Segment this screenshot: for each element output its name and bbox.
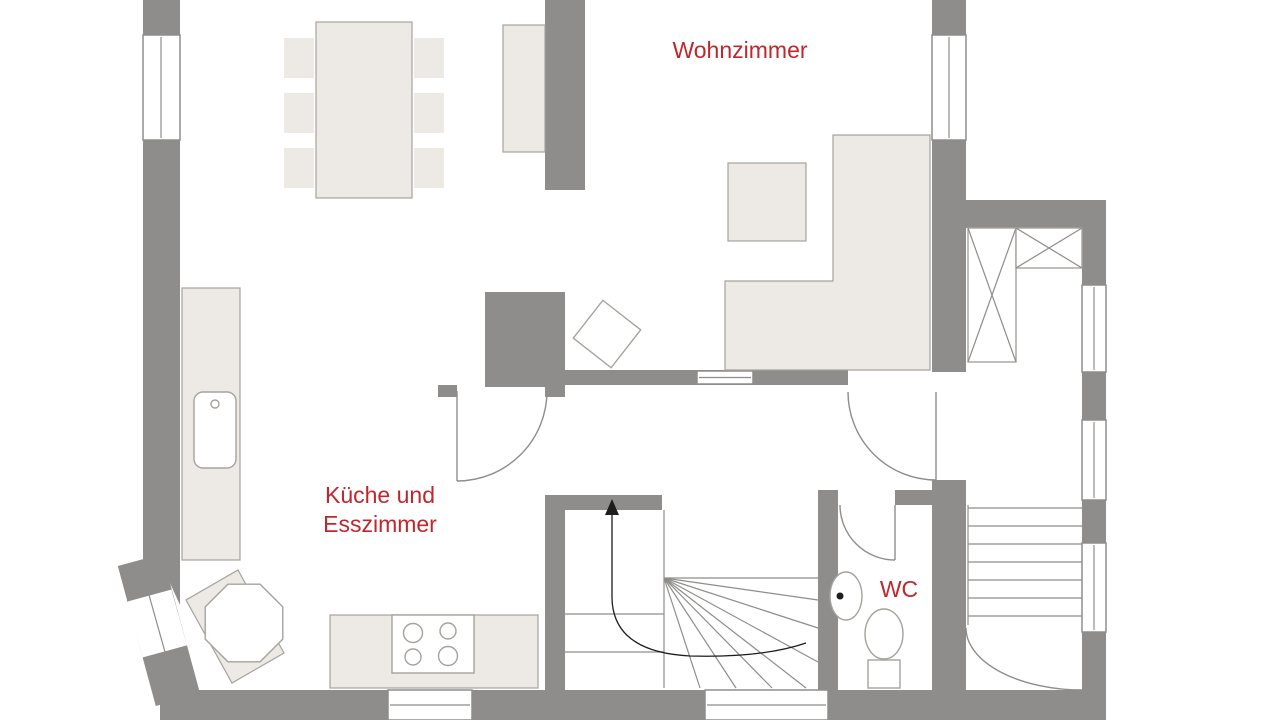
walls: [117, 0, 1106, 720]
room-label-living-room: Wohnzimmer: [672, 37, 807, 63]
wall-segment: [932, 140, 966, 372]
burner: [437, 645, 459, 667]
wall-segment: [545, 495, 662, 510]
stair-winder: [663, 577, 737, 689]
door-swing-arc: [839, 504, 896, 561]
room-label-kitchen-line2: Esszimmer: [323, 511, 437, 537]
stair-winder: [663, 577, 819, 663]
window-frame: [142, 645, 188, 659]
stair-winder: [663, 577, 819, 601]
stairs-main: [565, 499, 819, 689]
burner: [439, 622, 457, 640]
dining-chair: [414, 148, 444, 188]
door-swing-arc: [847, 391, 937, 481]
wall-segment: [143, 140, 180, 562]
wc-sink: [829, 571, 863, 621]
wall-segment: [818, 490, 838, 690]
dining-chair: [284, 93, 314, 133]
wall-segment: [1082, 372, 1106, 420]
dining-chair: [284, 38, 314, 78]
dining-chair: [414, 93, 444, 133]
wc-sink-tap: [836, 592, 844, 600]
doors: [456, 390, 937, 561]
window-glass: [148, 594, 166, 653]
door-swing-arc: [965, 627, 1084, 691]
window-frame: [126, 588, 172, 602]
wall-segment: [143, 0, 180, 35]
kitchen-table-octagon: [204, 583, 284, 663]
wall-segment: [895, 490, 932, 505]
coffee-table: [727, 162, 807, 242]
wall-segment: [1082, 500, 1106, 543]
up-arrow-icon: [605, 499, 619, 515]
stair-winder: [663, 577, 773, 689]
wall-segment: [545, 0, 585, 190]
toilet-tank: [867, 659, 901, 689]
wall-segment: [966, 200, 1106, 228]
wall-segment: [932, 0, 966, 35]
wardrobe-cross: [1015, 227, 1083, 269]
wall-segment: [1082, 228, 1106, 285]
toilet: [864, 608, 904, 660]
faucet: [210, 399, 220, 409]
sideboard: [502, 24, 546, 153]
kitchen-sink: [193, 391, 237, 469]
stairs-side: [965, 505, 1084, 691]
fixtures: [193, 299, 904, 689]
chimney-block: [485, 292, 565, 387]
dining-chair: [414, 38, 444, 78]
room-label-kitchen-line1: Küche und: [325, 482, 435, 508]
burner: [404, 648, 422, 666]
stove: [391, 614, 475, 674]
wall-segment: [545, 510, 565, 690]
stair-winder: [663, 577, 701, 689]
burner: [402, 622, 424, 644]
wall-segment: [1082, 632, 1106, 690]
wall-segment: [438, 385, 457, 397]
wall-segment: [160, 690, 1106, 720]
dining-chair: [284, 148, 314, 188]
wardrobe-cross: [967, 227, 1017, 363]
door-swing-arc: [456, 390, 548, 482]
room-label-wc: WC: [880, 576, 918, 602]
sofa: [724, 134, 931, 371]
stair-walkline: [611, 515, 807, 657]
wall-segment: [932, 480, 966, 690]
stair-winder: [663, 577, 819, 629]
stair-winder: [663, 577, 807, 689]
dining-table: [315, 21, 413, 199]
wall-segment: [545, 385, 565, 397]
side-table: [572, 299, 642, 369]
windows: [126, 34, 1107, 720]
wardrobe: [967, 227, 1083, 363]
